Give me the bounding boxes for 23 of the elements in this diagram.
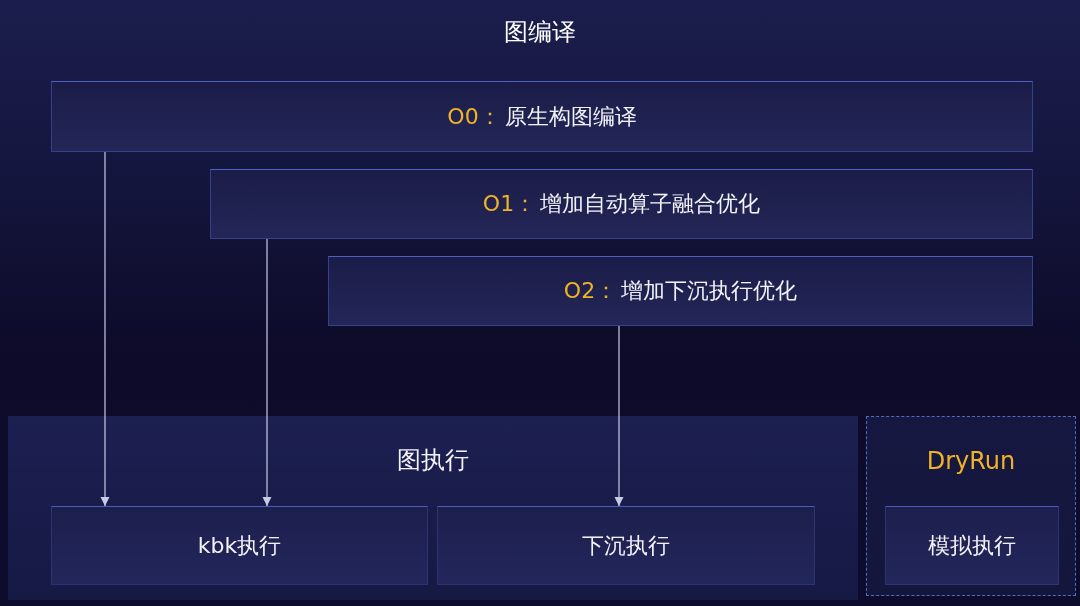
panel-heading: 图执行 bbox=[397, 445, 469, 476]
level-label: 原生构图编译 bbox=[504, 102, 637, 131]
group-panel bbox=[8, 416, 858, 600]
level-bar bbox=[328, 256, 1033, 326]
process-box bbox=[51, 506, 428, 585]
level-bar bbox=[210, 169, 1033, 239]
box-label: 模拟执行 bbox=[928, 531, 1016, 560]
level-label: 增加自动算子融合优化 bbox=[540, 190, 761, 218]
process-box bbox=[885, 506, 1059, 585]
box-label: kbk执行 bbox=[197, 531, 282, 560]
level-bar bbox=[51, 81, 1033, 152]
level-code: O2： bbox=[563, 277, 618, 305]
diagram-title: 图编译 bbox=[504, 17, 576, 48]
panel-heading: DryRun bbox=[926, 446, 1016, 477]
arrow bbox=[262, 238, 272, 507]
level-code: O0： bbox=[447, 102, 501, 131]
arrow bbox=[614, 325, 624, 507]
box-label: 下沉执行 bbox=[582, 531, 670, 560]
level-code: O1： bbox=[482, 190, 537, 218]
level-label: 增加下沉执行优化 bbox=[621, 277, 798, 305]
arrow bbox=[100, 151, 110, 507]
process-box bbox=[437, 506, 815, 585]
dashed-group-panel bbox=[866, 416, 1076, 596]
